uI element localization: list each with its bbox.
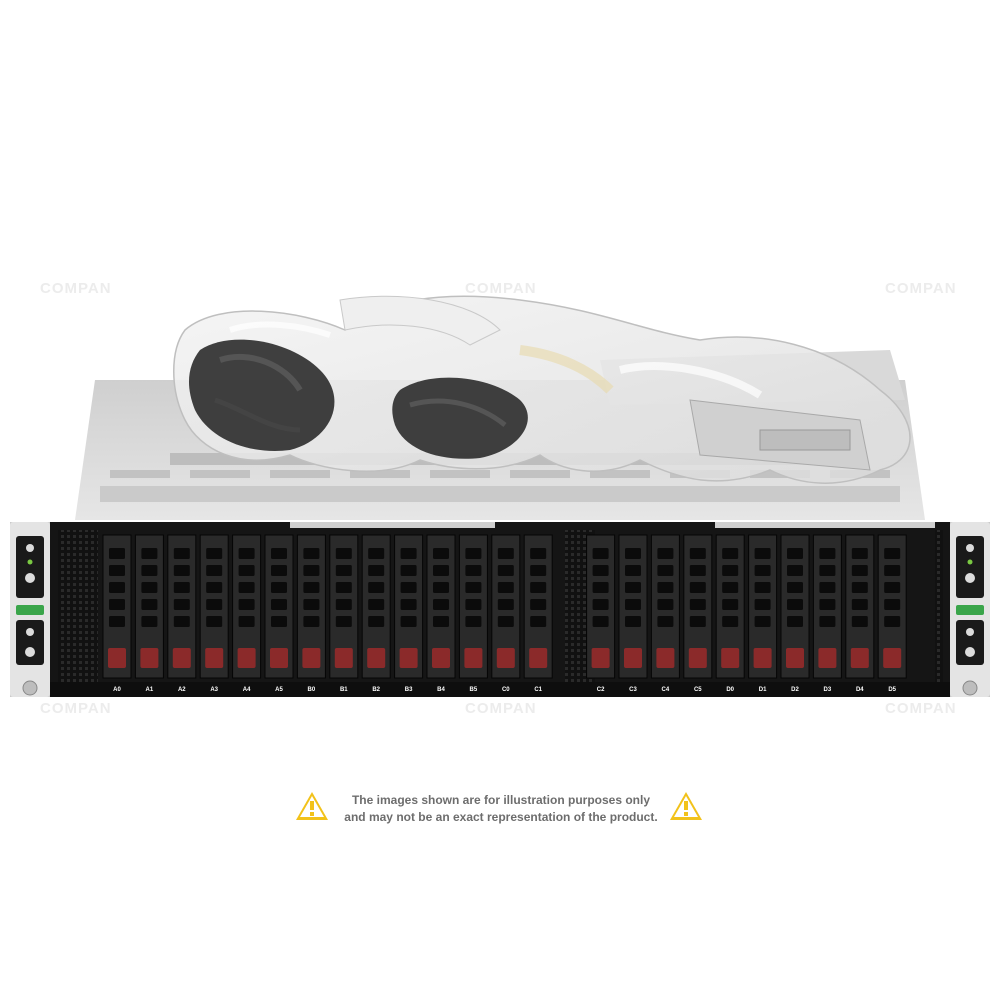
bay-label: D5: [888, 687, 897, 693]
drive-bay-b1[interactable]: [329, 534, 359, 679]
drive-latch: [883, 648, 902, 668]
drive-bay-d5[interactable]: [877, 534, 907, 679]
bay-label: A1: [145, 687, 154, 693]
drive-latch: [591, 648, 610, 668]
drive-latch: [205, 648, 224, 668]
bay-label: B2: [372, 687, 381, 693]
drive-latch: [496, 648, 515, 668]
watermark: COMPAN: [465, 280, 537, 297]
drive-latch: [850, 648, 869, 668]
drive-latch: [432, 648, 450, 668]
watermark: COMPAN: [40, 280, 112, 297]
drive-latch: [464, 648, 483, 668]
drive-bay-a2[interactable]: [167, 534, 197, 679]
left-control-panel: [16, 536, 44, 696]
right-control-panel: [956, 536, 984, 696]
bay-label: A3: [210, 687, 219, 693]
drive-bay-d0[interactable]: [715, 534, 745, 679]
accessory-bags: [173, 295, 911, 484]
drive-bay-a1[interactable]: [134, 534, 164, 679]
drive-latch: [140, 648, 159, 668]
bay-label: D2: [791, 687, 799, 693]
watermark: COMPAN: [465, 700, 537, 717]
warning-icon: [296, 792, 328, 820]
drive-bay-d3[interactable]: [812, 534, 842, 679]
drive-latch: [786, 648, 804, 668]
bay-label: C3: [629, 687, 637, 693]
drive-bay-c2[interactable]: [586, 534, 616, 679]
drive-bay-d1[interactable]: [748, 534, 778, 679]
bay-label: C4: [661, 687, 670, 693]
drive-latch: [399, 648, 418, 668]
status-led-icon: [27, 559, 33, 565]
bay-label: D4: [855, 687, 864, 693]
bay-label: D1: [758, 687, 767, 693]
bay-label: C5: [693, 687, 702, 693]
drive-latch: [624, 648, 642, 668]
drive-bay-c5[interactable]: [683, 534, 713, 679]
bay-label: A0: [113, 687, 121, 693]
drive-bay-c1[interactable]: [523, 534, 553, 679]
bay-label: A2: [177, 687, 186, 693]
drive-bay-c3[interactable]: [618, 534, 648, 679]
drive-latch: [818, 648, 837, 668]
disclaimer-line-1: The images shown are for illustration pu…: [351, 793, 651, 807]
drive-bay-b2[interactable]: [361, 534, 391, 679]
bay-label: C1: [534, 687, 543, 693]
bay-label: C2: [596, 687, 605, 693]
bay-label: B5: [469, 687, 478, 693]
drive-bay-a4[interactable]: [232, 534, 262, 679]
bay-label: B1: [339, 687, 348, 693]
drive-bay-d2[interactable]: [780, 534, 810, 679]
drive-latch: [367, 648, 386, 668]
drive-latch: [656, 648, 675, 668]
disclaimer: The images shown are for illustration pu…: [290, 790, 710, 830]
drive-latch: [270, 648, 288, 668]
drive-bay-b3[interactable]: [394, 534, 424, 679]
drive-bay-a0[interactable]: [102, 534, 132, 679]
watermark: COMPAN: [885, 700, 957, 717]
drive-latch: [688, 648, 707, 668]
bay-label: B0: [307, 687, 316, 693]
disclaimer-text: The images shown are for illustration pu…: [336, 792, 666, 826]
bay-label: A4: [242, 687, 251, 693]
drive-latch: [108, 648, 126, 668]
warning-icon: [670, 792, 702, 820]
drive-latch: [334, 648, 353, 668]
drive-latch: [721, 648, 740, 668]
watermark: COMPAN: [40, 700, 112, 717]
drive-latch: [753, 648, 772, 668]
drive-bay-a3[interactable]: [199, 534, 229, 679]
bay-label: C0: [501, 687, 510, 693]
bay-label: A5: [275, 687, 283, 693]
drive-latch: [302, 648, 321, 668]
drive-bay-b0[interactable]: [296, 534, 326, 679]
power-button-icon: [26, 544, 34, 552]
drive-bay-c0[interactable]: [491, 534, 521, 679]
bay-label: B4: [437, 687, 445, 693]
drive-bay-a5[interactable]: [264, 534, 294, 679]
drive-bay-d4[interactable]: [845, 534, 875, 679]
drive-latch: [529, 648, 548, 668]
watermark: COMPAN: [885, 280, 957, 297]
drive-bay-b5[interactable]: [458, 534, 488, 679]
bay-label: D3: [823, 687, 832, 693]
bay-label: D0: [726, 687, 735, 693]
bay-label: B3: [404, 687, 413, 693]
drive-bay-b4[interactable]: [426, 534, 456, 679]
disclaimer-line-2: and may not be an exact representation o…: [344, 810, 658, 824]
drive-latch: [237, 648, 256, 668]
drive-bay-c4[interactable]: [650, 534, 680, 679]
drive-latch: [172, 648, 191, 668]
